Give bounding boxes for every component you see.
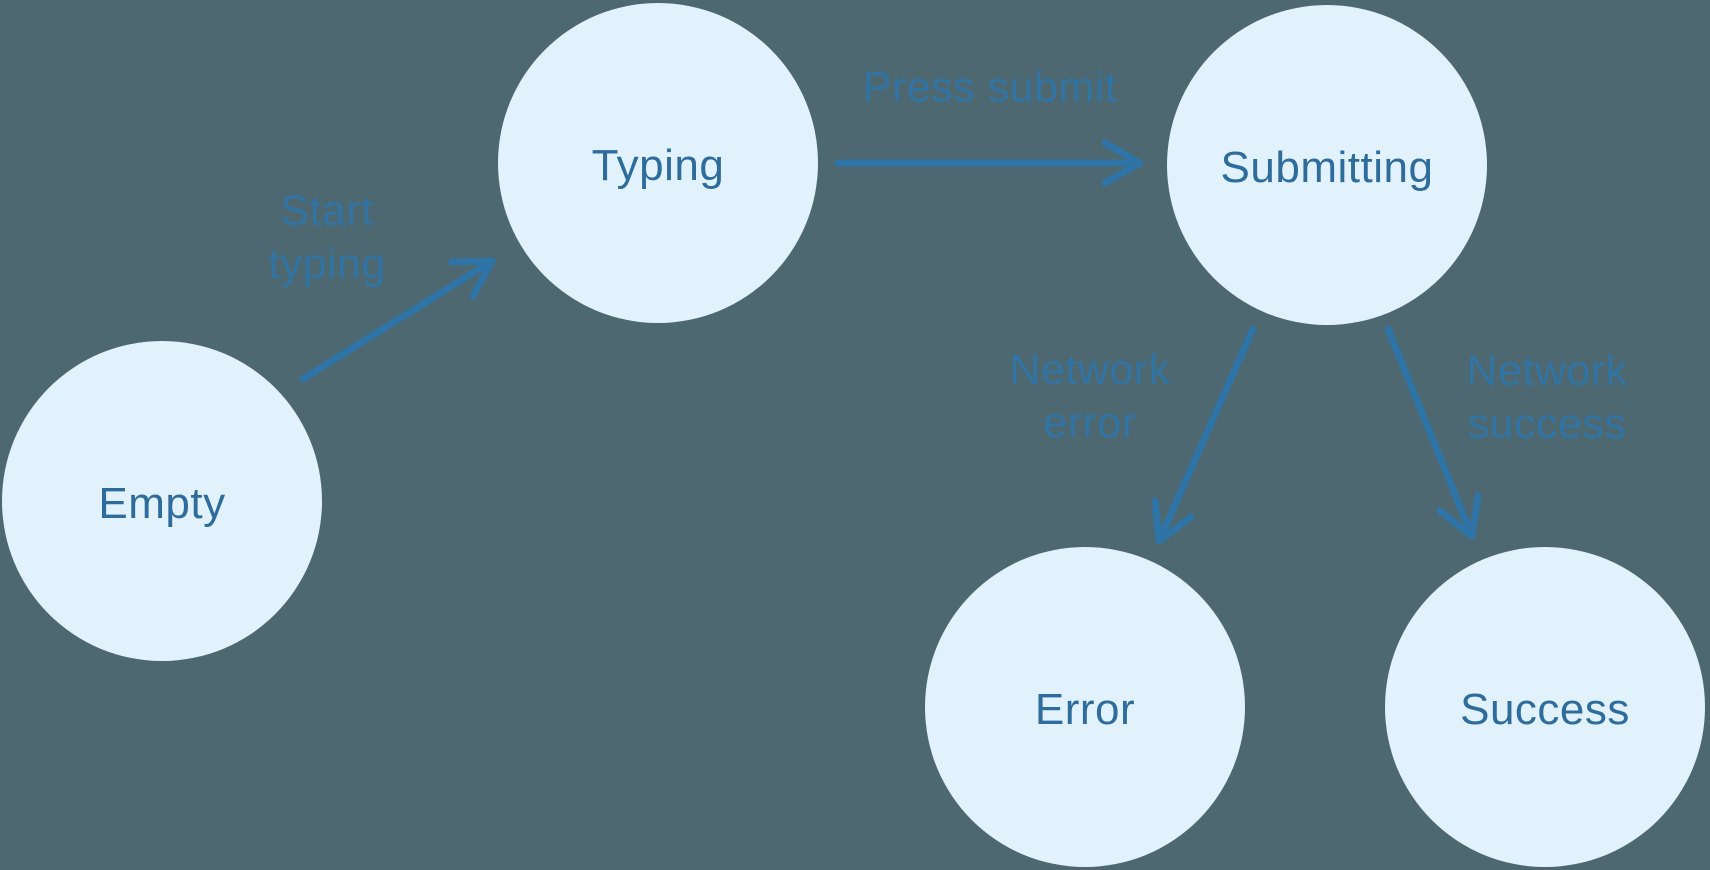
state-node-label-typing: Typing [591,141,725,190]
transition-label-line: success [1467,400,1627,448]
transition-arrow-line-network-success [1384,325,1476,540]
state-node-error: Error [925,547,1245,867]
transition-label-press-submit: Press submit [863,62,1118,115]
transition-label-start-typing: Start typing [268,185,386,291]
arrowhead-icon-start-typing [448,257,496,300]
state-node-label-success: Success [1460,685,1630,734]
state-node-empty: Empty [2,341,322,661]
transition-label-line: Press submit [862,63,1118,112]
state-node-label-submitting: Submitting [1220,143,1434,192]
transition-label-network-success: Network success [1466,345,1627,451]
state-node-label-empty: Empty [98,479,226,528]
arrowhead-icon-network-error [1151,497,1195,545]
transition-arrow-line-network-error [1155,325,1257,545]
state-node-success: Success [1385,547,1705,867]
transition-label-line: typing [268,240,386,288]
state-node-submitting: Submitting [1167,5,1487,325]
transition-label-line: Start [280,187,374,235]
transition-label-line: Network [1009,346,1171,394]
arrowhead-icon-network-success [1436,492,1482,540]
transition-label-network-error: Network error [1009,344,1170,450]
arrowhead-icon-press-submit [1101,139,1144,187]
transition-label-line: error [1043,399,1137,447]
state-node-label-error: Error [1034,685,1136,734]
transition-label-line: Network [1466,347,1628,395]
state-node-typing: Typing [498,3,818,323]
